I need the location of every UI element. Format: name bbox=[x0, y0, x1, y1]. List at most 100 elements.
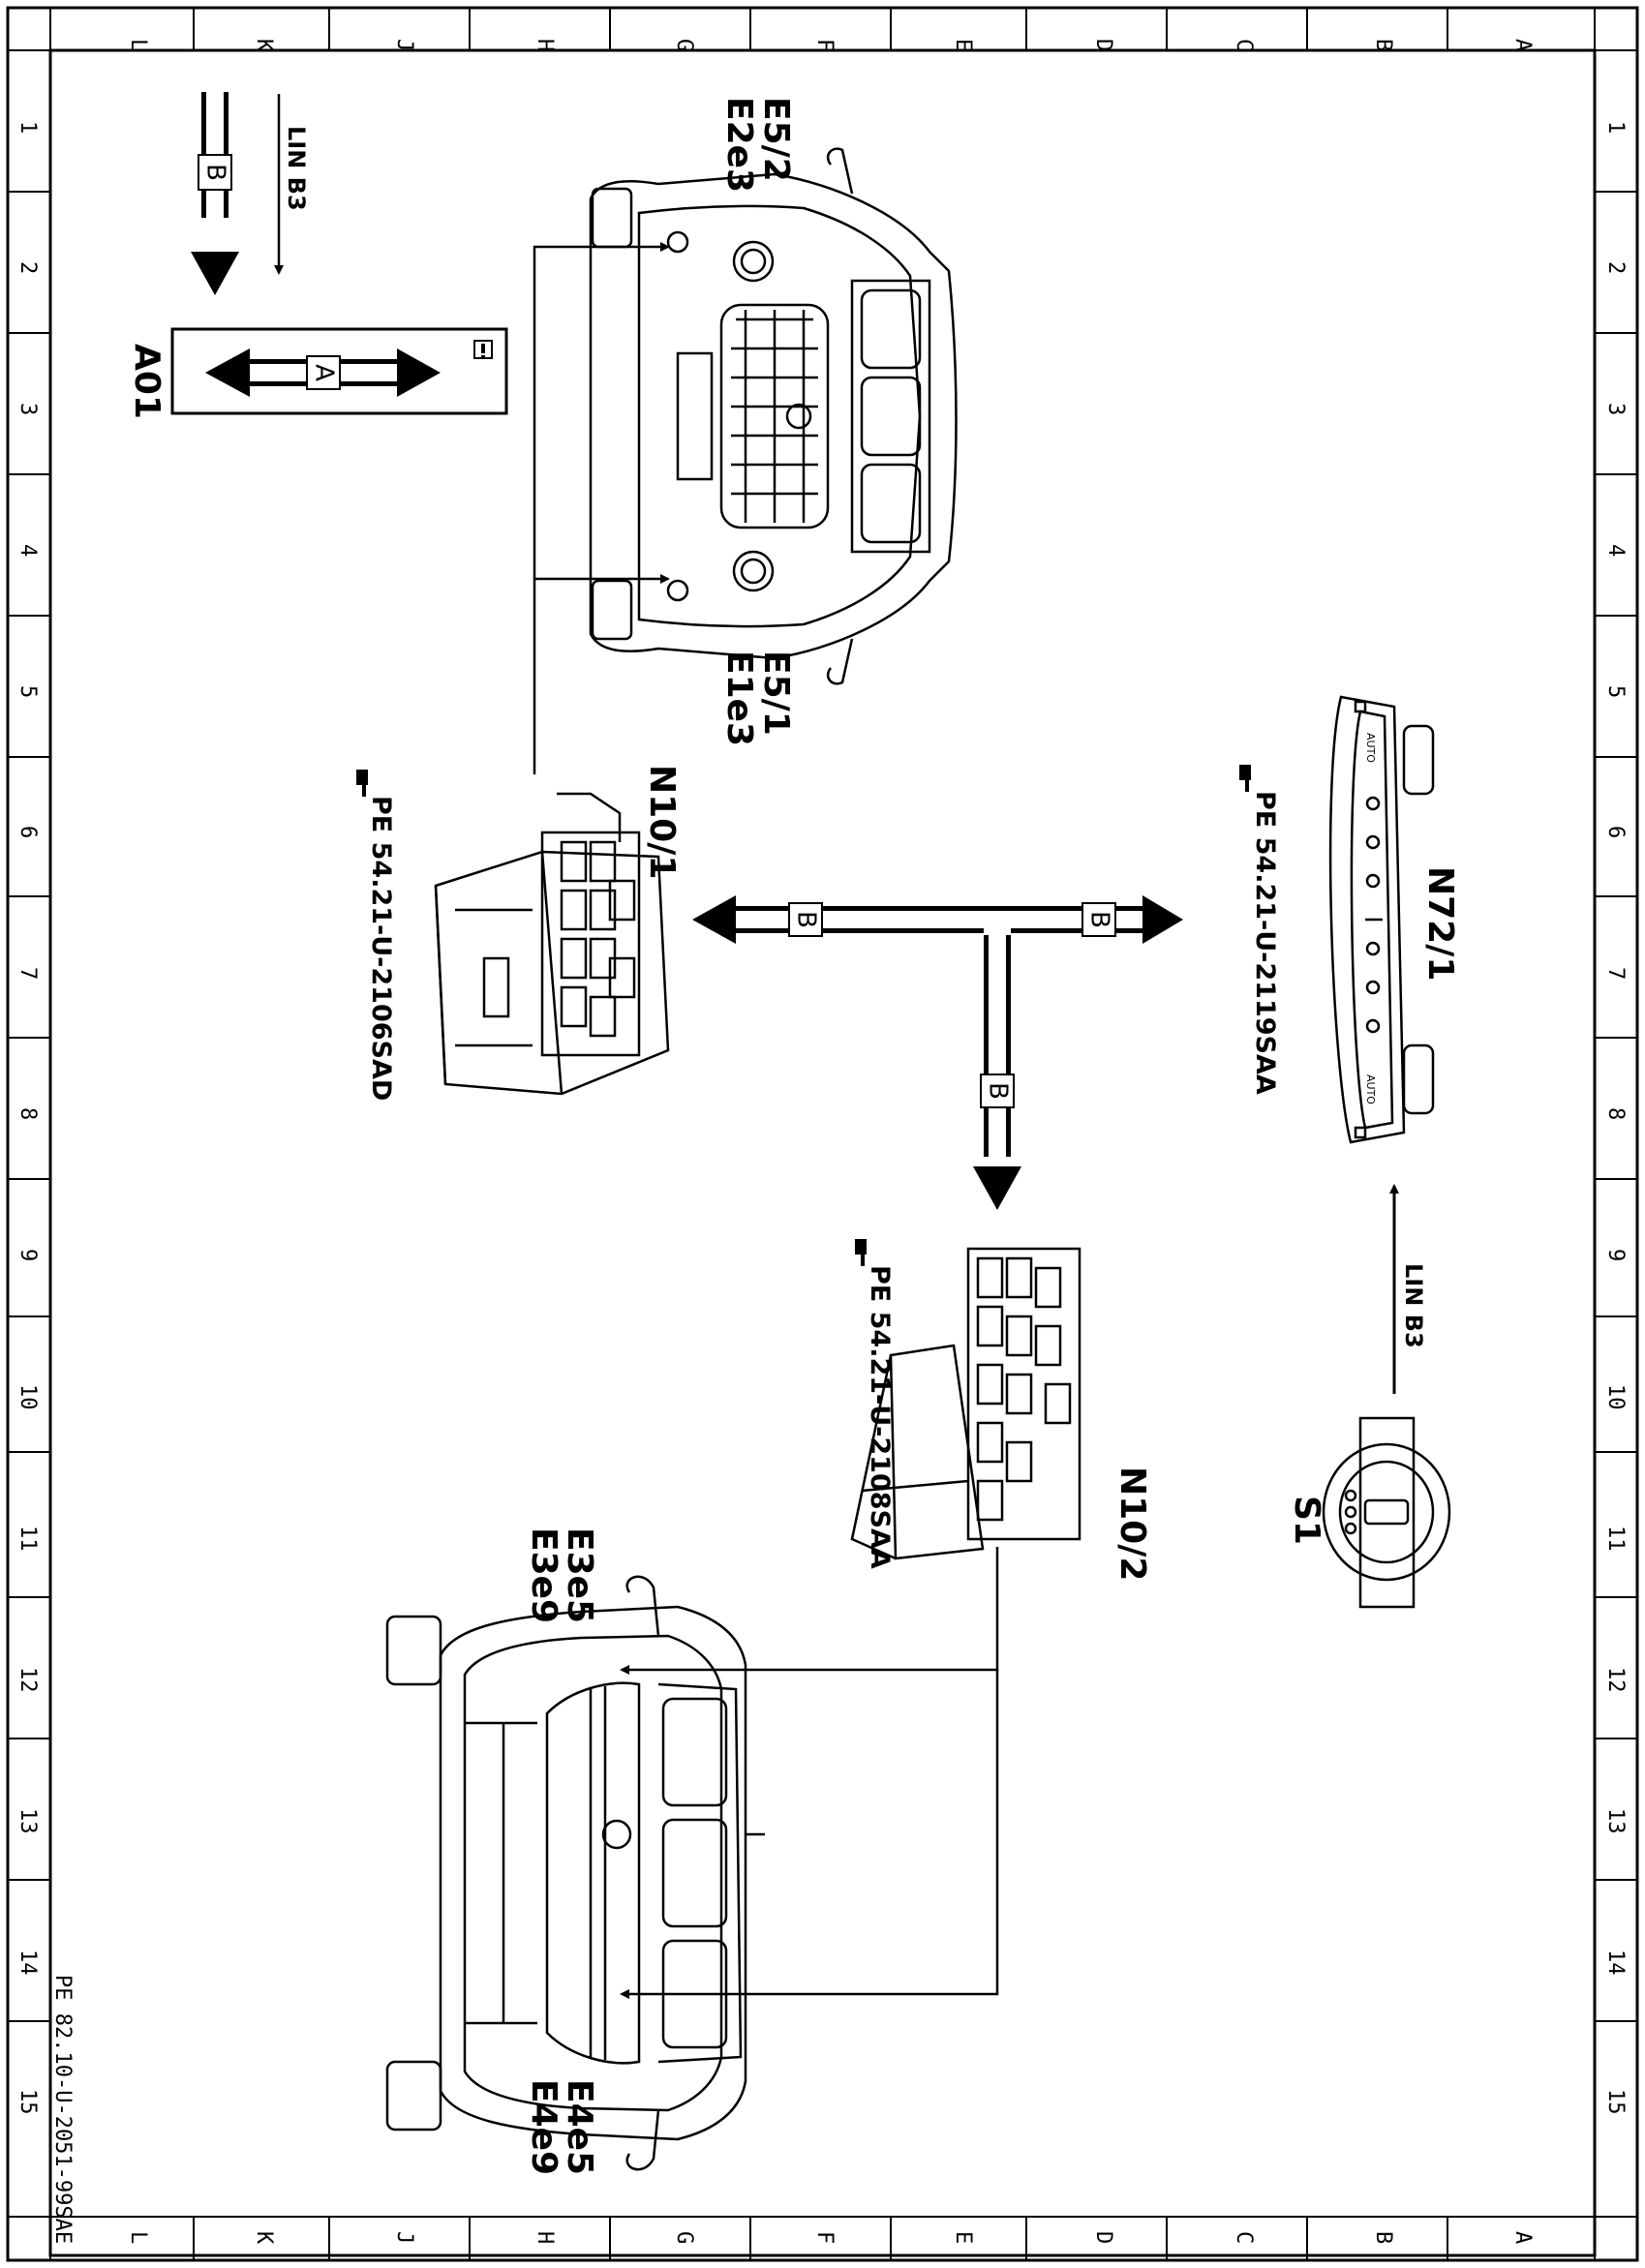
label-e5-2: E5/2 bbox=[756, 97, 796, 182]
label-n10-2: N10/2 bbox=[1112, 1467, 1152, 1581]
label-e3e9: E3e9 bbox=[524, 1527, 564, 1623]
grid-letter-bottom: G bbox=[672, 2231, 696, 2244]
grid-letter-bottom: K bbox=[252, 2231, 276, 2245]
grid-number-left: 7 bbox=[15, 967, 40, 980]
ref-n72-1: PE 54.21-U-2119SAA bbox=[1250, 791, 1280, 1095]
grid-number-left: 14 bbox=[15, 1950, 40, 1976]
grid-number-left: 1 bbox=[15, 121, 40, 134]
legend-a01: B LIN B3 A01 A bbox=[127, 92, 508, 419]
grid-letter-top: G bbox=[672, 39, 696, 51]
grid-number-right: 7 bbox=[1603, 967, 1628, 980]
panel-auto-left: AUTO bbox=[1364, 733, 1377, 763]
grid-number-right: 15 bbox=[1603, 2089, 1628, 2115]
hand-pointer-icon bbox=[1239, 765, 1251, 792]
grid-letter-top: D bbox=[1091, 39, 1115, 51]
legend-title: A01 bbox=[127, 344, 167, 419]
grid-ticks bbox=[8, 8, 1637, 2260]
ref-n10-1: PE 54.21-U-2106SAD bbox=[366, 796, 396, 1101]
grid-letter-top: E bbox=[951, 39, 975, 51]
grid-number-right: 10 bbox=[1603, 1384, 1628, 1410]
grid-letter-bottom: H bbox=[533, 2231, 557, 2244]
grid-letter-top: A bbox=[1510, 39, 1535, 51]
legend-a-arrow-left bbox=[205, 348, 250, 397]
grid-number-left: 5 bbox=[15, 685, 40, 698]
grid-number-right: 2 bbox=[1603, 261, 1628, 274]
label-e2e3: E2e3 bbox=[719, 97, 759, 193]
hand-pointer-icon bbox=[855, 1239, 867, 1266]
grid-number-right: 1 bbox=[1603, 121, 1628, 134]
control-unit-n10-2 bbox=[850, 1247, 1081, 1560]
label-e4e9: E4e9 bbox=[524, 2079, 564, 2175]
vehicle-rear-view-bottom bbox=[385, 1575, 765, 2171]
grid-number-right: 12 bbox=[1603, 1667, 1628, 1693]
grid-number-left: 9 bbox=[15, 1249, 40, 1261]
legend-b-box bbox=[198, 154, 232, 191]
grid-number-left: 12 bbox=[15, 1667, 40, 1693]
grid-letter-top: L bbox=[126, 39, 150, 51]
grid-letter-bottom: L bbox=[126, 2231, 150, 2244]
bus-box-right-label: B bbox=[1085, 911, 1114, 928]
grid-letter-top: H bbox=[533, 39, 557, 51]
label-e1e3: E1e3 bbox=[719, 650, 759, 746]
grid-letter-bottom: B bbox=[1371, 2231, 1395, 2244]
grid-number-left: 8 bbox=[15, 1107, 40, 1120]
info-icon bbox=[473, 340, 493, 359]
grid-letter-top: B bbox=[1371, 39, 1395, 51]
legend-lin-label: LIN B3 bbox=[283, 126, 310, 211]
grid-labels: L K J H G F E D C B A L K J H G F E D C … bbox=[15, 39, 1628, 2245]
grid-number-right: 6 bbox=[1603, 826, 1628, 838]
grid-letter-top: J bbox=[392, 39, 416, 51]
panel-auto-right: AUTO bbox=[1364, 1074, 1377, 1104]
grid-number-left: 15 bbox=[15, 2089, 40, 2115]
grid-number-left: 3 bbox=[15, 403, 40, 415]
legend-a-arrow-right bbox=[397, 348, 441, 397]
legend-a-box bbox=[306, 355, 341, 390]
bus-arrow-to-n10-1 bbox=[692, 895, 736, 944]
bus-box-left-label: B bbox=[792, 911, 821, 928]
grid-letter-bottom: E bbox=[951, 2231, 975, 2244]
grid-number-right: 8 bbox=[1603, 1107, 1628, 1120]
grid-number-left: 2 bbox=[15, 261, 40, 274]
label-n72-1: N72/1 bbox=[1420, 866, 1460, 981]
rear-vehicle-wiring bbox=[620, 1547, 999, 1999]
bus-b-network: B B B bbox=[692, 895, 1183, 1210]
grid-letter-bottom: C bbox=[1232, 2231, 1256, 2244]
bus-box-bottom-label: B bbox=[984, 1082, 1013, 1100]
drawing-frame bbox=[6, 6, 1639, 2262]
control-unit-n10-1 bbox=[434, 792, 670, 1096]
grid-letter-bottom: D bbox=[1091, 2231, 1115, 2244]
bus-box-left bbox=[788, 902, 823, 937]
control-panel-n72-1 bbox=[1328, 695, 1435, 1144]
grid-number-right: 11 bbox=[1603, 1526, 1628, 1552]
grid-number-right: 14 bbox=[1603, 1950, 1628, 1976]
document-id: PE 82.10-U-2051-99SAE bbox=[50, 1975, 75, 2244]
grid-letter-bottom: A bbox=[1510, 2231, 1535, 2244]
bus-arrow-to-n72-1 bbox=[1142, 895, 1183, 944]
grid-letter-bottom: F bbox=[812, 2231, 837, 2244]
grid-number-right: 9 bbox=[1603, 1249, 1628, 1261]
legend-b-arrowhead bbox=[191, 252, 239, 295]
grid-number-right: 13 bbox=[1603, 1808, 1628, 1834]
top-vehicle-wiring bbox=[533, 242, 670, 774]
grid-number-left: 4 bbox=[15, 544, 40, 557]
grid-number-right: 5 bbox=[1603, 685, 1628, 698]
grid-number-right: 4 bbox=[1603, 544, 1628, 557]
legend-a-label: A bbox=[310, 364, 339, 381]
grid-number-left: 11 bbox=[15, 1526, 40, 1552]
grid-number-left: 10 bbox=[15, 1384, 40, 1410]
grid-letter-top: C bbox=[1232, 39, 1256, 51]
grid-letter-top: K bbox=[252, 39, 276, 52]
lin-b3-label: LIN B3 bbox=[1400, 1263, 1427, 1348]
grid-letter-top: F bbox=[812, 39, 837, 51]
legend-b-label: B bbox=[201, 164, 230, 181]
bus-arrow-to-n10-2 bbox=[973, 1166, 1021, 1210]
grid-number-left: 13 bbox=[15, 1808, 40, 1834]
light-switch-s1 bbox=[1322, 1416, 1451, 1609]
bus-box-bottom bbox=[980, 1074, 1015, 1108]
bus-box-right bbox=[1081, 902, 1116, 937]
grid-number-right: 3 bbox=[1603, 403, 1628, 415]
hand-pointer-icon bbox=[356, 770, 368, 797]
label-s1: S1 bbox=[1287, 1496, 1326, 1545]
vehicle-front-view-top bbox=[589, 147, 958, 685]
